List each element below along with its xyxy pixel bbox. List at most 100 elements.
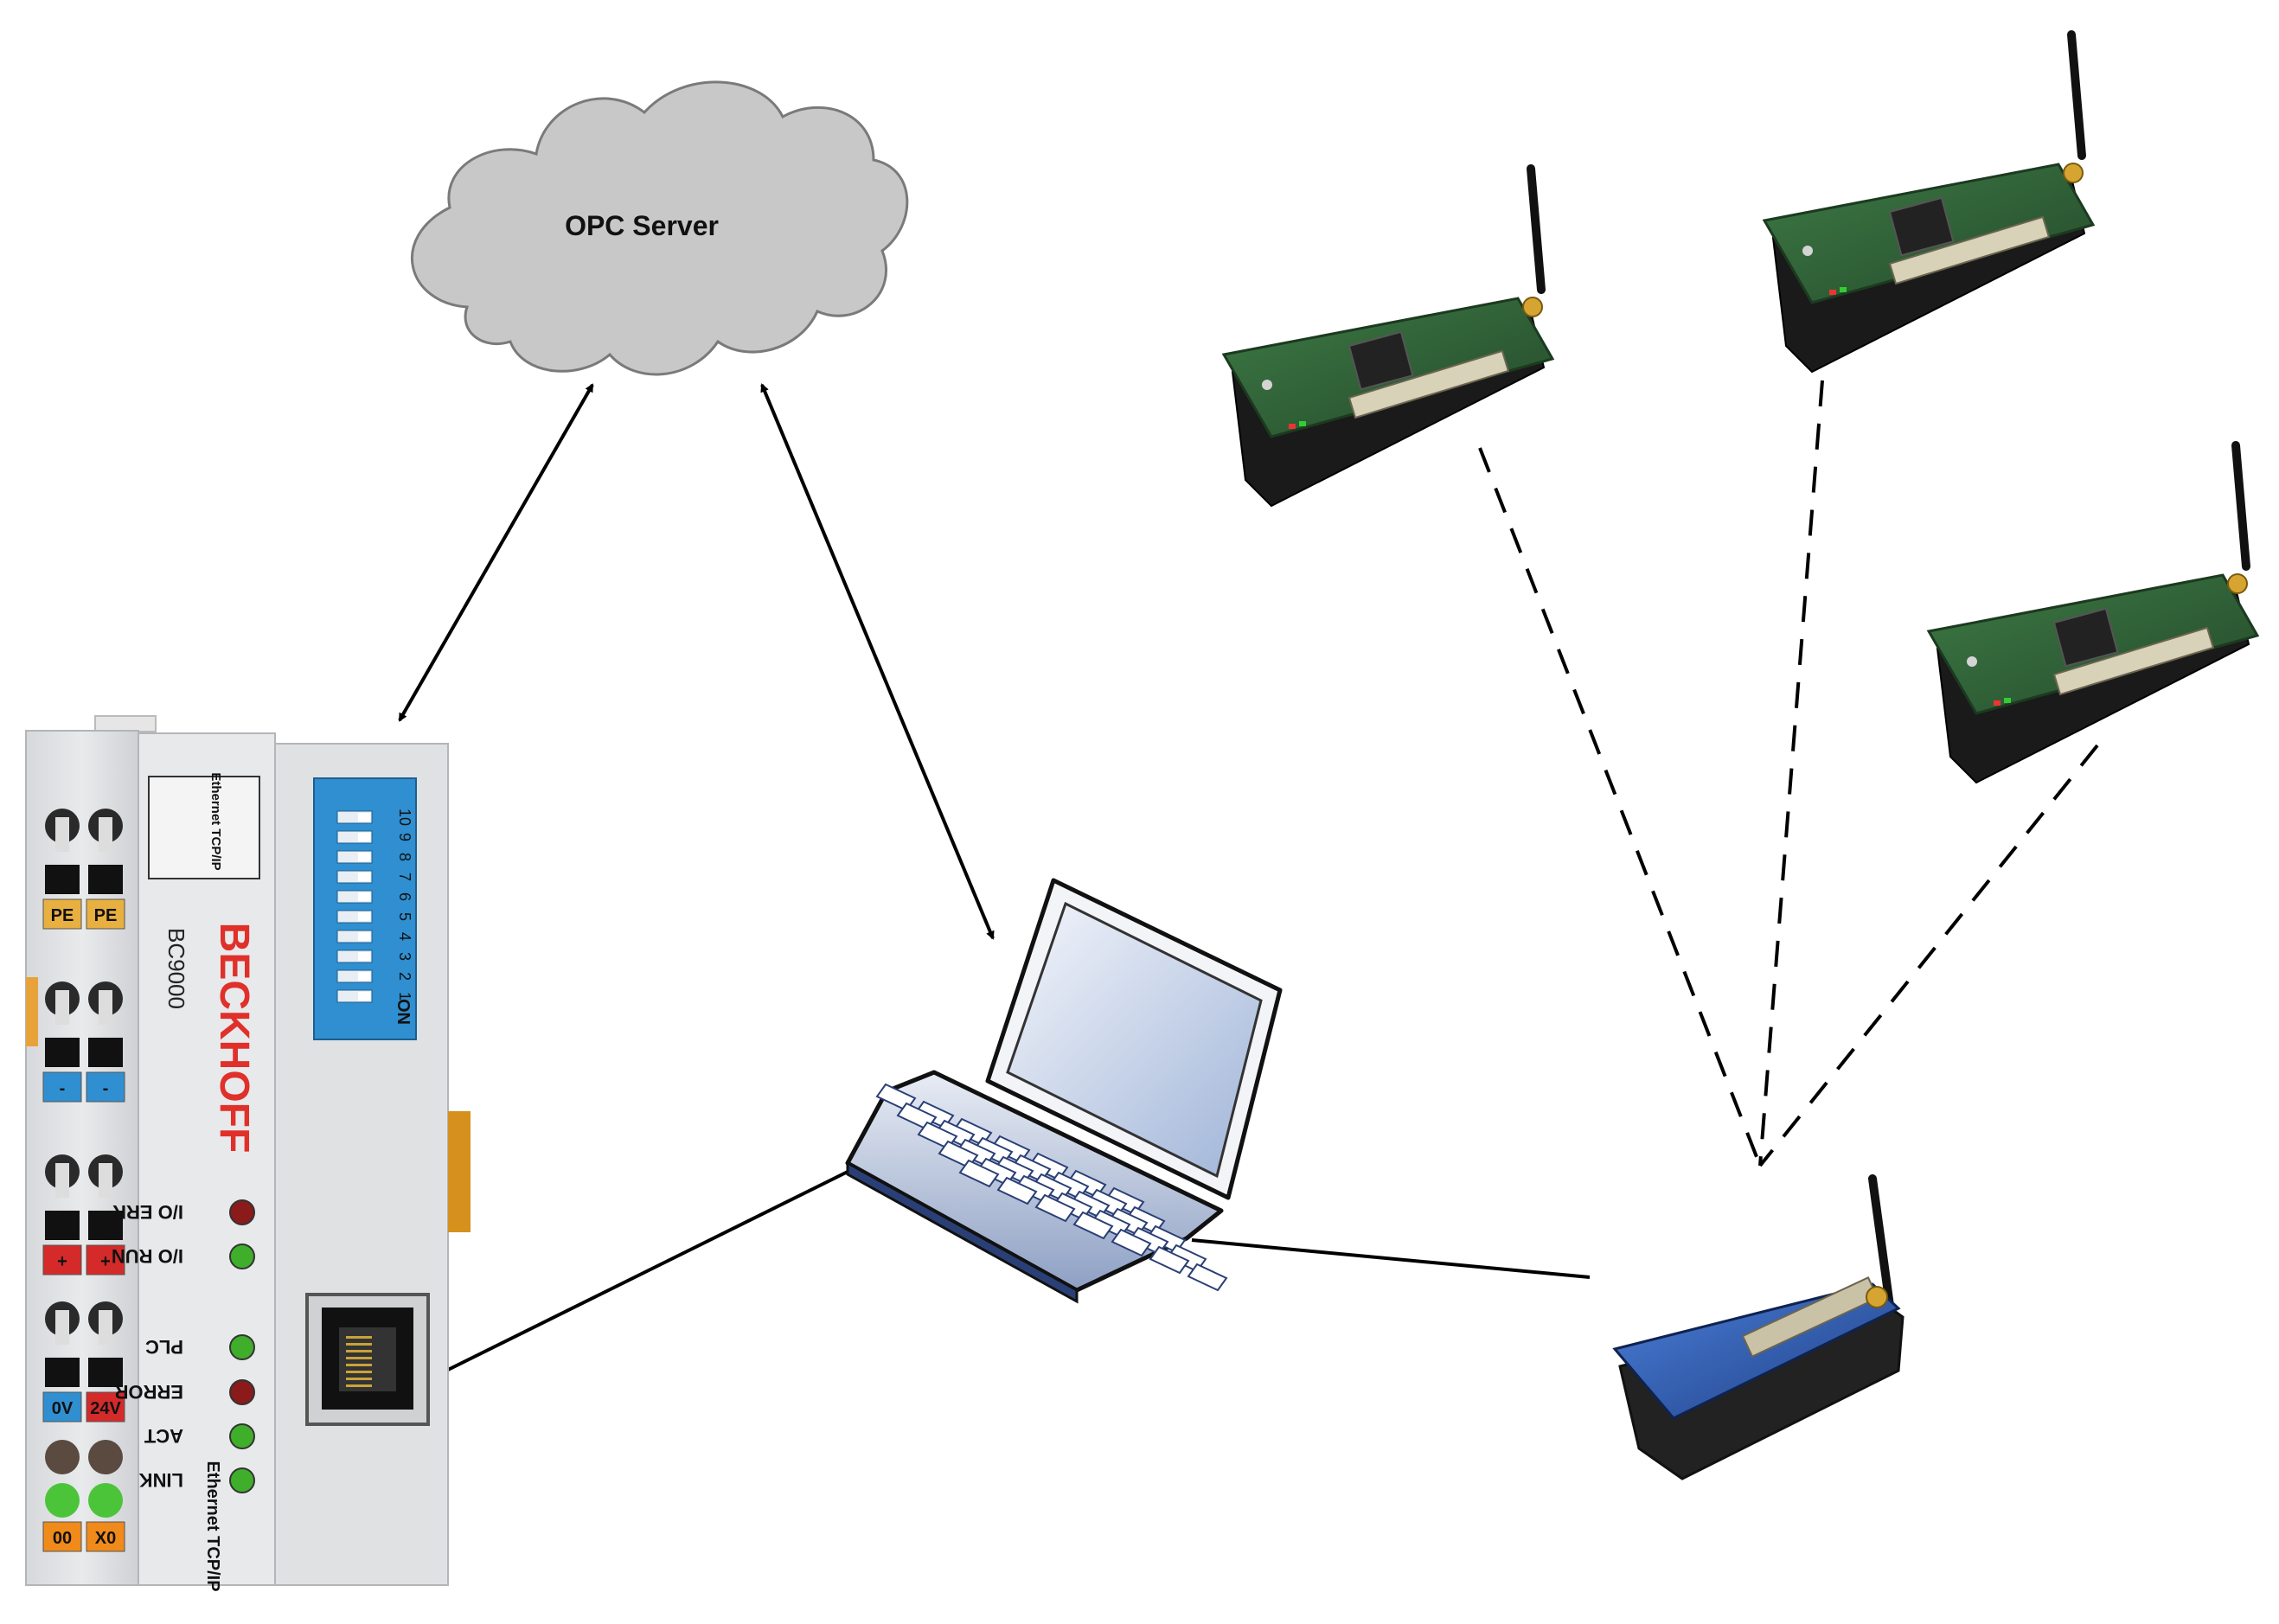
terminal-label-right: [86, 1521, 125, 1552]
terminal-label-text: +: [100, 1252, 111, 1271]
dip-knob: [358, 813, 370, 822]
terminal-label-text: +: [57, 1252, 67, 1271]
rj45-pin: [346, 1350, 372, 1352]
terminal-label-left: [42, 1071, 82, 1103]
board-led-red: [1994, 700, 2001, 706]
laptop-keyboard: [875, 1083, 1228, 1292]
gateway-node: [1612, 1174, 1905, 1480]
terminal-slot: [55, 817, 69, 852]
board-chip: [1348, 330, 1414, 391]
arrow-laptop-cloud: [760, 383, 995, 940]
keyboard-key: [1187, 1263, 1228, 1292]
terminal-slot: [99, 990, 112, 1025]
keyboard-key: [1034, 1193, 1076, 1223]
rj45-pin: [346, 1357, 372, 1359]
wireless-link-2: [1758, 380, 1824, 1167]
cloud-shape: [410, 80, 909, 376]
board-led-green: [2004, 698, 2011, 703]
laptop: [845, 878, 1283, 1304]
board-antenna: [2067, 30, 2086, 160]
board-led-green: [1299, 421, 1306, 426]
led-label: ERROR: [114, 1381, 183, 1403]
status-led: [229, 1199, 255, 1225]
terminal-label-text: PE: [51, 906, 74, 925]
terminal-label-text: 0V: [52, 1399, 74, 1418]
terminal-led-green: [88, 1483, 123, 1518]
cable-laptop-gateway: [1191, 1238, 1591, 1279]
terminal-label-left: [42, 1391, 82, 1423]
status-led: [229, 1244, 255, 1269]
dip-number: 6: [396, 892, 413, 901]
terminal-label-left: [42, 898, 82, 930]
rj45-pin: [346, 1336, 372, 1339]
terminal-label-right: [86, 1071, 125, 1103]
arrow-plc-cloud: [398, 383, 594, 722]
opc-server-cloud: OPC Server: [410, 80, 909, 376]
board-connector: [1348, 349, 1510, 419]
dip-knob: [358, 952, 370, 961]
terminal-label-right: [86, 1391, 125, 1423]
rj45-pin: [346, 1378, 372, 1380]
terminal-label-text: 00: [53, 1529, 72, 1548]
terminal-clamp: [88, 1358, 123, 1387]
sensor-board-1: [1221, 164, 1555, 508]
board-hole: [1262, 380, 1272, 390]
led-label: I/O RUN: [112, 1245, 183, 1267]
dip-number: 3: [396, 952, 413, 961]
keyboard-key: [1111, 1228, 1152, 1257]
terminal-clamp: [45, 1358, 80, 1387]
dip-on-label: ON: [394, 999, 413, 1025]
plc-model: BC9000: [163, 928, 189, 1009]
plc-right-tab: [448, 1111, 471, 1232]
sensor-board-2: [1762, 30, 2096, 374]
terminal-label-left: [42, 1521, 82, 1552]
terminal-label-text: PE: [94, 906, 118, 925]
terminal-slot: [99, 1163, 112, 1198]
keyboard-key: [996, 1176, 1038, 1205]
rj45-pin: [346, 1384, 372, 1387]
plc-top-clip: [94, 715, 157, 732]
terminal-clamp: [45, 1211, 80, 1240]
connections: [398, 380, 2099, 1371]
board-hole: [1967, 656, 1977, 667]
terminal-group: PE PE - - + +0V 24V 00 X0: [42, 809, 125, 1552]
terminal-label-text: 24V: [90, 1399, 121, 1418]
board-sma: [2227, 573, 2248, 594]
keyboard-key: [1072, 1211, 1114, 1240]
terminal-label-right: [86, 898, 125, 930]
terminal-clamp: [45, 865, 80, 894]
dip-number: 5: [396, 912, 413, 921]
terminal-slot: [99, 1310, 112, 1345]
led-label: PLC: [145, 1336, 183, 1358]
dip-knob: [358, 992, 370, 1001]
led-label: LINK: [139, 1469, 183, 1491]
rj45-pins: [346, 1336, 372, 1387]
port-label-card: [148, 776, 260, 879]
terminal-slot: [55, 990, 69, 1025]
terminal-led-brown: [88, 1440, 123, 1474]
rj45-pin: [346, 1343, 372, 1346]
terminal-slot: [55, 1163, 69, 1198]
dip-knob: [358, 833, 370, 841]
terminal-led-brown: [45, 1440, 80, 1474]
cloud-label: OPC Server: [565, 210, 719, 241]
board-chip: [1888, 196, 1955, 257]
board-antenna: [2231, 441, 2250, 571]
rj45-pin: [346, 1371, 372, 1373]
dip-number: 10: [396, 809, 413, 826]
terminal-label-left: [42, 1244, 82, 1276]
terminal-label-text: X0: [95, 1529, 116, 1548]
wireless-link-1: [1478, 447, 1762, 1167]
status-led: [229, 1379, 255, 1405]
board-led-red: [1289, 424, 1296, 429]
dip-knob: [358, 972, 370, 981]
terminal-label-text: -: [103, 1079, 109, 1098]
terminal-label-text: -: [60, 1079, 66, 1098]
terminal-label-right: [86, 1244, 125, 1276]
dip-knob: [358, 853, 370, 861]
dip-knob: [358, 873, 370, 881]
dip-number: 7: [396, 873, 413, 881]
